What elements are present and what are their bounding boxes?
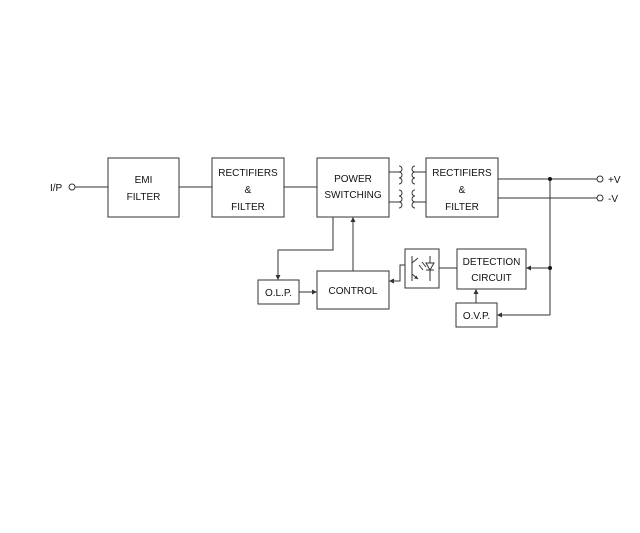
output-terminal-negative — [596, 194, 604, 202]
arrow-into-detection — [526, 265, 531, 271]
wire-power-olp — [277, 217, 334, 276]
svg-text:&: & — [459, 185, 466, 196]
svg-text:EMI: EMI — [135, 175, 153, 186]
svg-text:O.L.P.: O.L.P. — [265, 288, 292, 299]
input-terminal — [68, 183, 76, 191]
emi-filter-block: EMI FILTER — [107, 157, 180, 218]
olp-block: O.L.P. — [257, 279, 300, 305]
detection-circuit-block: DETECTION CIRCUIT — [456, 248, 527, 290]
arrow-into-power-switching — [350, 217, 356, 222]
junction-dot-output — [548, 177, 552, 181]
arrow-olp-to-control — [312, 289, 317, 295]
ovp-block: O.V.P. — [455, 302, 498, 328]
arrow-into-detection-from-ovp — [473, 289, 479, 294]
power-switching-block: POWER SWITCHING — [316, 157, 390, 218]
control-block: CONTROL — [316, 270, 390, 310]
arrow-into-olp — [275, 275, 281, 280]
arrow-into-ovp — [497, 312, 502, 318]
svg-text:CIRCUIT: CIRCUIT — [471, 273, 512, 284]
input-label: I/P — [50, 183, 63, 194]
svg-text:RECTIFIERS: RECTIFIERS — [218, 168, 278, 179]
rectifiers-filter-block-secondary: RECTIFIERS & FILTER — [425, 157, 499, 218]
optocoupler-icon — [404, 248, 440, 289]
svg-text:SWITCHING: SWITCHING — [324, 190, 381, 201]
arrow-into-control — [389, 278, 394, 284]
wire-opto-control — [393, 264, 405, 282]
svg-text:DETECTION: DETECTION — [463, 257, 521, 268]
svg-text:POWER: POWER — [334, 174, 372, 185]
svg-text:FILTER: FILTER — [231, 202, 265, 213]
output-positive-label: +V — [608, 175, 621, 186]
output-negative-label: -V — [608, 194, 618, 205]
rectifiers-filter-block-primary: RECTIFIERS & FILTER — [211, 157, 285, 218]
output-terminal-positive — [596, 175, 604, 183]
svg-text:RECTIFIERS: RECTIFIERS — [432, 168, 492, 179]
svg-text:FILTER: FILTER — [445, 202, 479, 213]
svg-text:FILTER: FILTER — [127, 192, 161, 203]
svg-text:CONTROL: CONTROL — [329, 286, 378, 297]
transformer-icon — [389, 165, 426, 209]
svg-text:&: & — [245, 185, 252, 196]
svg-text:O.V.P.: O.V.P. — [463, 311, 490, 322]
